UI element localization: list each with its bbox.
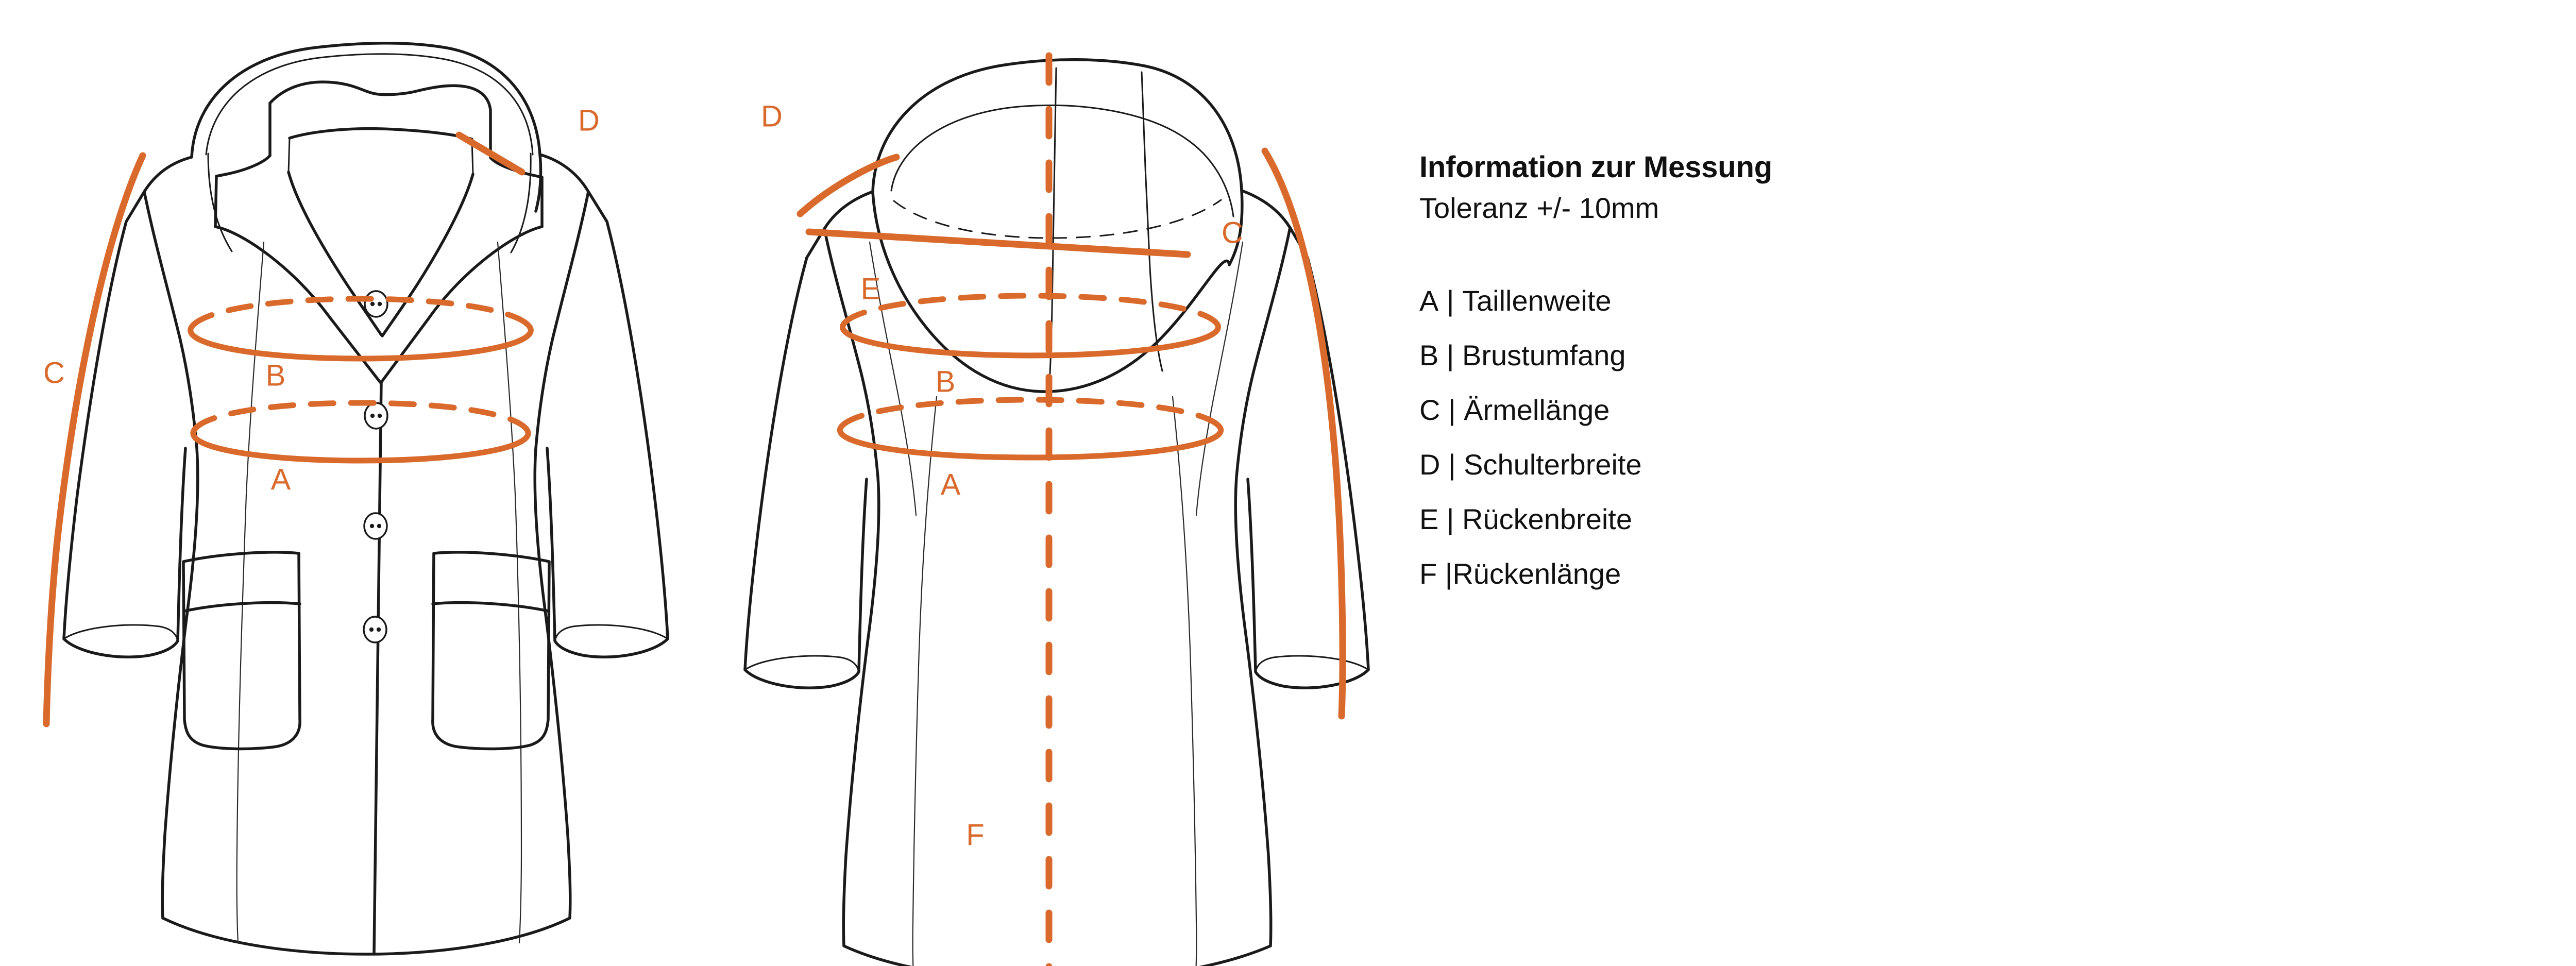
back-shoulder-measure-D: D xyxy=(761,99,900,217)
front-collar xyxy=(268,80,492,175)
back-label-E: E xyxy=(861,272,881,306)
legend-item-f: F |Rückenlänge xyxy=(1419,547,2141,601)
legend-separator-c: | xyxy=(1448,394,1456,427)
back-label-F: F xyxy=(966,818,984,852)
legend-key-e: E xyxy=(1419,503,1439,536)
front-body xyxy=(62,153,669,956)
back-label-B: B xyxy=(936,365,956,398)
legend-name-f: Rückenlänge xyxy=(1452,557,1621,590)
front-hood xyxy=(190,42,543,253)
front-chest-measure-B: B xyxy=(188,296,534,392)
legend-name-a: Taillenweite xyxy=(1462,284,1612,317)
legend-item-b: B | Brustumfang xyxy=(1419,328,2141,383)
info-title: Information zur Messung xyxy=(1419,150,1772,184)
front-label-B: B xyxy=(266,359,286,392)
measurement-legend-list: A | Taillenweite B | Brustumfang C | Ärm… xyxy=(1419,274,2141,601)
legend-item-e: E | Rückenbreite xyxy=(1419,492,2141,547)
front-label-A: A xyxy=(271,463,291,496)
button xyxy=(363,616,387,643)
legend-separator-b: | xyxy=(1446,339,1454,372)
legend-item-d: D | Schulterbreite xyxy=(1419,437,2141,492)
button xyxy=(363,512,388,540)
legend-key-a: A xyxy=(1419,284,1439,317)
legend-separator-a: | xyxy=(1446,284,1454,317)
info-tolerance: Toleranz +/- 10mm xyxy=(1419,191,1659,224)
front-sleeve-measure-C: C xyxy=(43,152,146,727)
back-label-C: C xyxy=(1222,216,1243,249)
legend-name-e: Rückenbreite xyxy=(1462,503,1632,536)
back-width-measure-E: E xyxy=(805,228,1191,306)
legend-key-d: D xyxy=(1419,448,1440,481)
legend-name-b: Brustumfang xyxy=(1462,339,1626,372)
coat-back-view: B A C D E xyxy=(743,52,1370,966)
front-waist-measure-A: A xyxy=(190,400,531,496)
legend-name-d: Schulterbreite xyxy=(1464,448,1642,481)
back-body xyxy=(743,189,1370,966)
button xyxy=(364,290,388,318)
measurement-info-panel: Information zur Messung Toleranz +/- 10m… xyxy=(1419,149,2141,601)
legend-key-b: B xyxy=(1419,339,1439,372)
back-chest-measure-B: B xyxy=(840,293,1221,398)
legend-separator-f: | xyxy=(1445,557,1453,590)
front-label-C: C xyxy=(43,356,65,389)
back-waist-measure-A: A xyxy=(837,397,1224,501)
legend-item-c: C | Ärmellänge xyxy=(1419,383,2141,437)
legend-name-c: Ärmellänge xyxy=(1464,394,1610,427)
button xyxy=(364,402,388,430)
front-label-D: D xyxy=(578,104,600,137)
front-pockets xyxy=(182,551,551,751)
back-label-D: D xyxy=(761,99,783,133)
back-sleeve-measure-C: C xyxy=(1222,147,1346,720)
legend-separator-d: | xyxy=(1448,448,1456,481)
back-length-measure-F: F xyxy=(966,52,1053,966)
legend-key-c: C xyxy=(1419,394,1440,427)
legend-item-a: A | Taillenweite xyxy=(1419,274,2141,328)
legend-key-f: F xyxy=(1419,557,1437,590)
coat-front-view: B A C D xyxy=(43,42,669,956)
front-shoulder-measure-D: D xyxy=(455,104,600,176)
front-buttons xyxy=(363,290,388,643)
back-label-A: A xyxy=(941,468,961,501)
legend-separator-e: | xyxy=(1446,503,1454,536)
